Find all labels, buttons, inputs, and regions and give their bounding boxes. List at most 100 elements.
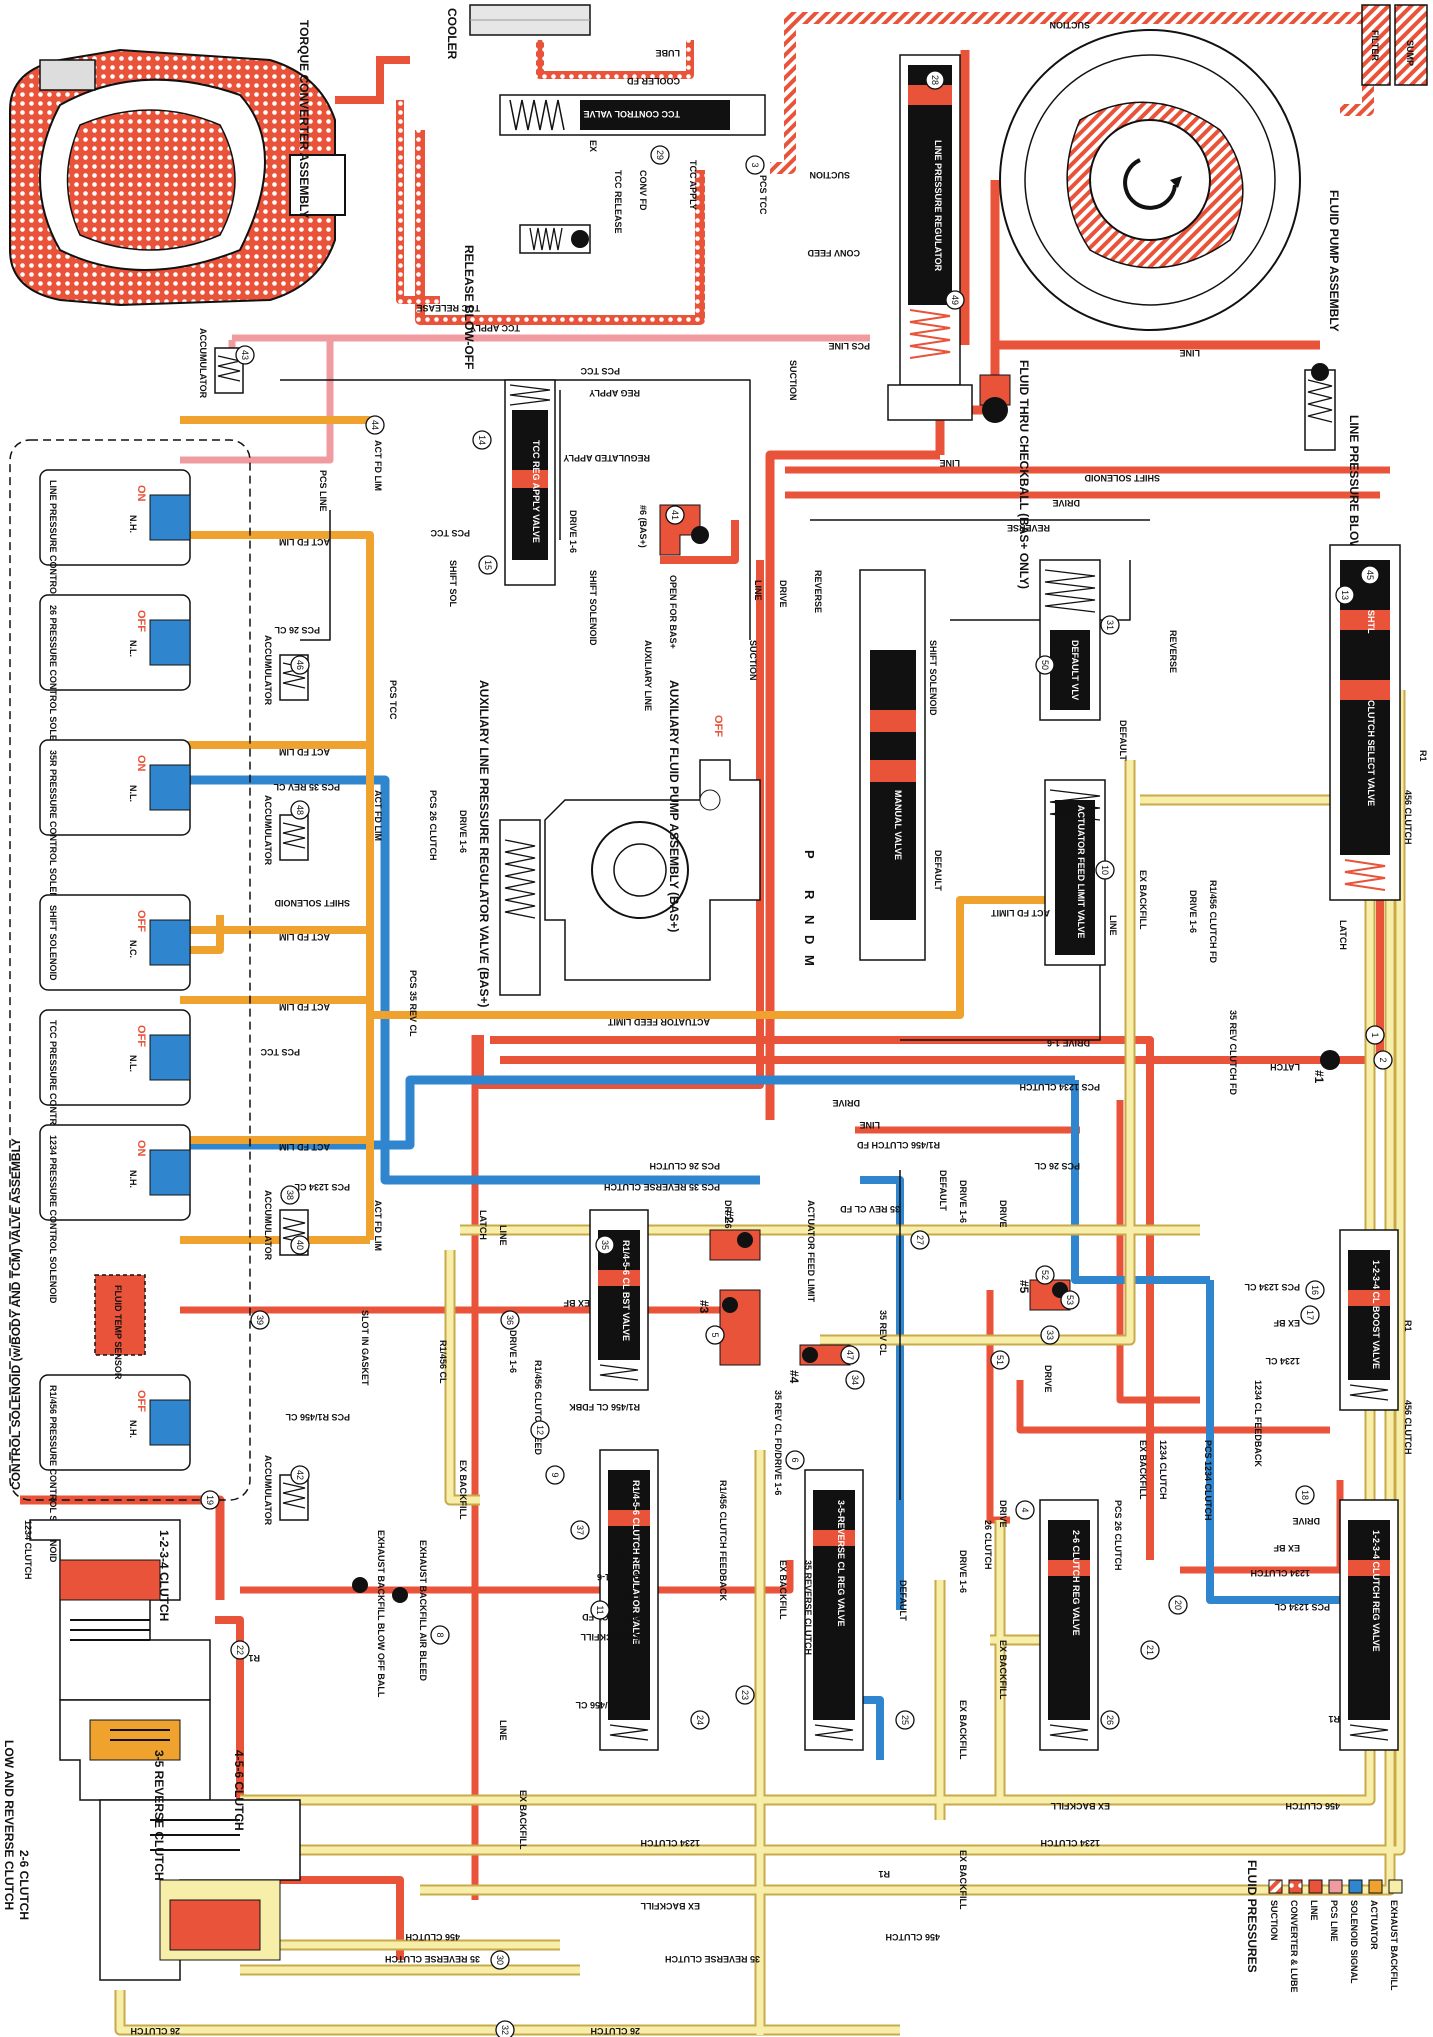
ref-marker: 8 bbox=[430, 1625, 450, 1645]
label-pcs-1234-clutch: PCS 1234 CLUTCH bbox=[1203, 1440, 1213, 1521]
label-reg-apply: REG APPLY bbox=[589, 388, 640, 398]
accumulator-label: ACCUMULATOR bbox=[263, 1455, 273, 1526]
ref-number: 39 bbox=[255, 1315, 265, 1325]
label-line: LINE bbox=[939, 458, 960, 468]
label-regulated-apply: REGULATED APPLY bbox=[563, 453, 650, 463]
ref-number: 6 bbox=[790, 1457, 800, 1462]
line-pressure-regulator-label: LINE PRESSURE REGULATOR bbox=[933, 140, 943, 272]
label-reverse: REVERSE bbox=[813, 570, 823, 613]
ref-marker: 11 bbox=[590, 1600, 610, 1620]
fluid-temp-label: FLUID TEMP SENSOR bbox=[113, 1285, 123, 1380]
label-pcs-26-cl: PCS 26 CL bbox=[274, 625, 320, 635]
ref-marker: 4 bbox=[1015, 1500, 1035, 1520]
label-act-fd-lim: ACT FD LIM bbox=[373, 790, 383, 841]
clutch-pack: 1-2-3-4 CLUTCH LOW AND REVERSE CLUTCH 3-… bbox=[2, 1519, 301, 1981]
ex-bf-ball-label: EXHAUST BACKFILL BLOW OFF BALL bbox=[376, 1530, 386, 1698]
torque-converter-assembly: TORQUE CONVERTER ASSEMBLY bbox=[9, 20, 410, 307]
gear-positions: P R N D M bbox=[802, 850, 817, 966]
ref-number: 36 bbox=[505, 1315, 515, 1325]
label-pcs-tcc: PCS TCC bbox=[758, 175, 768, 215]
cooler-label: COOLER bbox=[445, 8, 459, 60]
converter-feed-passage bbox=[415, 130, 705, 325]
ref-marker: 42 bbox=[290, 1465, 310, 1485]
torque-converter-label: TORQUE CONVERTER ASSEMBLY bbox=[297, 20, 311, 218]
label-1234-clutch: 1234 CLUTCH bbox=[640, 1838, 700, 1848]
label-tcc-release: TCC RELEASE bbox=[613, 170, 623, 234]
label-shift-solenoid: SHIFT SOLENOID bbox=[1084, 473, 1160, 483]
line-passage bbox=[240, 1560, 794, 1594]
ref-marker: 49 bbox=[945, 290, 965, 310]
clutch-35r-label: 3-5 REVERSE CLUTCH bbox=[152, 1750, 166, 1881]
solenoid-name: SHIFT SOLENOID bbox=[48, 905, 58, 981]
legend-label: ACTUATOR bbox=[1369, 1900, 1379, 1950]
label-1234-clutch: 1234 CLUTCH bbox=[23, 1520, 33, 1580]
checkball-2-label: #2 bbox=[722, 1210, 736, 1224]
label-drive-1-6: DRIVE 1-6 bbox=[958, 1550, 968, 1593]
label-pcs-26-cl: PCS 26 CL bbox=[1034, 1161, 1080, 1171]
ref-marker: 38 bbox=[280, 1185, 300, 1205]
label-latch: LATCH bbox=[478, 1210, 488, 1240]
label-ex-backfill: EX BACKFILL bbox=[1050, 1801, 1110, 1811]
ref-marker: 10 bbox=[1095, 860, 1115, 880]
label-drive: DRIVE bbox=[998, 1500, 1008, 1528]
label-1234-cl: 1234 CL bbox=[1265, 1356, 1300, 1366]
label-act-fd-lim: ACT FD LIM bbox=[279, 1002, 330, 1012]
ref-number: 16 bbox=[1310, 1285, 1320, 1295]
ref-marker: 24 bbox=[690, 1710, 710, 1730]
ref-number: 37 bbox=[575, 1525, 585, 1535]
solenoid-state: ON bbox=[135, 485, 147, 502]
checkball-5-label: #5 bbox=[1017, 1280, 1031, 1294]
ref-marker: 22 bbox=[230, 1640, 250, 1660]
label-pcs-r1456-cl: PCS R1/456 CL bbox=[285, 1412, 350, 1422]
clutch-lr-label: LOW AND REVERSE CLUTCH bbox=[2, 1740, 16, 1910]
solenoid-type: N.H. bbox=[128, 1170, 138, 1188]
ref-marker: 3 bbox=[745, 155, 765, 175]
label-suction: SUCTION bbox=[788, 360, 798, 401]
label-tcc-release: TCC RELEASE bbox=[416, 303, 480, 313]
ref-number: 19 bbox=[205, 1495, 215, 1505]
ref-number: 14 bbox=[477, 435, 487, 445]
label-drive-1-6: DRIVE 1-6 bbox=[1188, 890, 1198, 933]
label-latch: LATCH bbox=[1338, 920, 1348, 950]
label-r1: R1 bbox=[248, 1653, 260, 1663]
ref-marker: 33 bbox=[1040, 1325, 1060, 1345]
reg-1234-valve: 1-2-3-4 CLUTCH REG VALVE bbox=[1339, 1499, 1399, 1751]
ref-number: 47 bbox=[845, 1350, 855, 1360]
actuator-passage bbox=[180, 416, 374, 430]
ref-marker: 12 bbox=[530, 1420, 550, 1440]
solenoid-state: ON bbox=[135, 755, 147, 772]
solenoid-assembly-label: CONTROL SOLENOID (w/BODY AND TCM) VALVE … bbox=[9, 1138, 23, 1490]
label-line: LINE bbox=[619, 1592, 640, 1602]
label-drive-1-6: DRIVE 1-6 bbox=[1047, 1038, 1090, 1048]
label-r1: R1 bbox=[1403, 1320, 1413, 1332]
line-pressure-regulator: LINE PRESSURE REGULATOR bbox=[887, 54, 973, 421]
label-456-clutch: 456 CLUTCH bbox=[1403, 790, 1413, 845]
label-35-rev-clutch-fd: 35 REV CLUTCH FD bbox=[1228, 1010, 1238, 1096]
checkball-1-label: #1 bbox=[1312, 1070, 1326, 1084]
aux-line-reg-label: AUXILIARY LINE PRESSURE REGULATOR VALVE … bbox=[477, 680, 491, 1007]
label-pcs-line: PCS LINE bbox=[828, 341, 870, 351]
label-ex-backfill: EX BACKFILL bbox=[778, 1560, 788, 1620]
default-valve-label: DEFAULT VLV bbox=[1070, 640, 1080, 700]
label-pcs-26-clutch: PCS 26 CLUTCH bbox=[649, 1161, 720, 1171]
label-pcs-tcc: PCS TCC bbox=[430, 528, 470, 538]
legend-item: SUCTION bbox=[1268, 1879, 1283, 1941]
ref-number: 21 bbox=[1145, 1645, 1155, 1655]
label-drive: DRIVE bbox=[778, 580, 788, 608]
label-pcs-1234-cl: PCS 1234 CL bbox=[1274, 1602, 1330, 1612]
line-passage bbox=[215, 1580, 764, 1804]
label-pcs-1234-cl: PCS 1234 CL bbox=[294, 1182, 350, 1192]
ref-number: 33 bbox=[1045, 1330, 1055, 1340]
shtl-label: SHTL bbox=[1366, 610, 1376, 634]
ref-number: 42 bbox=[295, 1470, 305, 1480]
label-drive: DRIVE bbox=[1292, 1516, 1320, 1526]
label-shift-solenoid: SHIFT SOLENOID bbox=[274, 898, 350, 908]
label-r1: R1 bbox=[1328, 1714, 1340, 1724]
label-act-fd-lim: ACT FD LIM bbox=[279, 537, 330, 547]
legend-label: EXHAUST BACKFILL bbox=[1389, 1900, 1399, 1991]
ref-marker: 27 bbox=[910, 1230, 930, 1250]
label-default: DEFAULT bbox=[933, 850, 943, 891]
label-456-clutch: 456 CLUTCH bbox=[405, 1932, 460, 1942]
